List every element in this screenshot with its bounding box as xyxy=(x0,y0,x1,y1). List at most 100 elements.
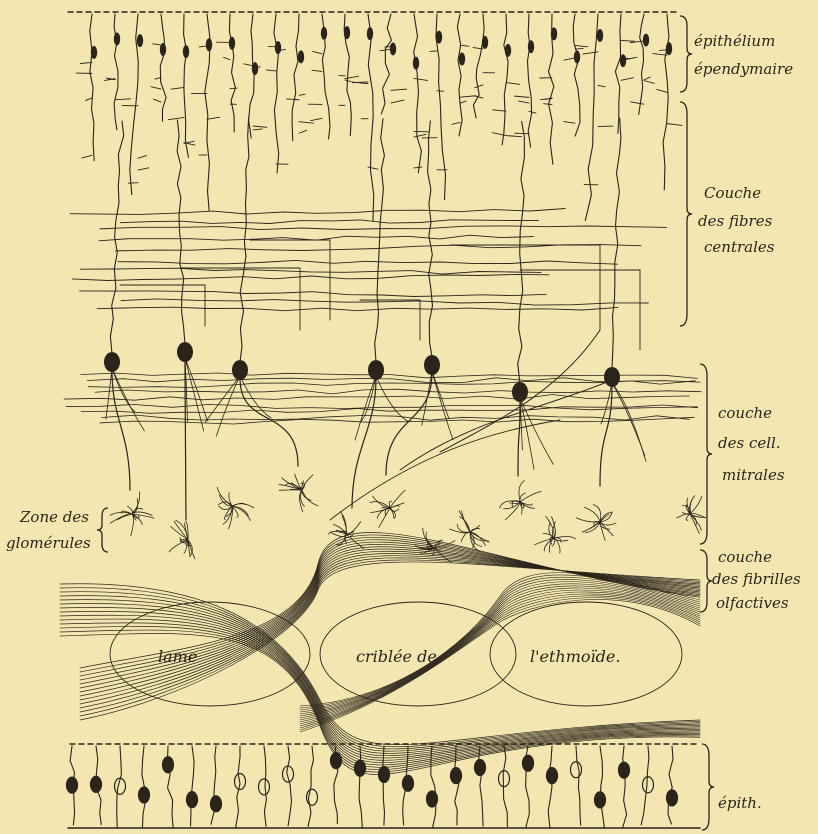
glomerulus-tangle xyxy=(554,537,576,539)
olfactory-epith-cell xyxy=(547,768,558,784)
olfactory-epith-fiber xyxy=(576,746,581,825)
mitral-basal-dendrite xyxy=(612,383,646,461)
glomerulus-tangle xyxy=(520,493,526,502)
olfactory-epith-cell xyxy=(619,762,630,778)
olfactory-epith-cell xyxy=(523,755,534,771)
ependymal-fiber xyxy=(381,14,391,114)
olfactory-fibril xyxy=(80,549,700,696)
ependymal-cell-body xyxy=(275,41,281,54)
olfactory-epith-cell xyxy=(91,776,102,792)
ependymal-cell-body xyxy=(137,34,143,47)
olfactory-epith-fiber xyxy=(287,746,292,826)
label-couche-fibres-1: Couche xyxy=(704,182,761,204)
central-connector xyxy=(360,300,420,340)
mitral-axon xyxy=(518,121,525,384)
central-fiber xyxy=(80,291,547,297)
ependymal-fiber xyxy=(639,14,644,115)
mitral-plexus-fiber xyxy=(101,415,689,420)
ependymal-fiber xyxy=(663,14,669,190)
olfactory-epith-fiber xyxy=(359,746,362,828)
label-couche-fibres-2: des fibres xyxy=(698,210,772,232)
ependymal-branch xyxy=(311,118,322,120)
ependymal-branch xyxy=(244,64,253,66)
olfactory-epith-fiber xyxy=(623,746,627,828)
ependymal-cell-body xyxy=(344,26,350,39)
mitral-axon xyxy=(110,121,123,354)
mitral-axon xyxy=(612,118,621,369)
ependymal-branch xyxy=(391,89,406,90)
label-criblee: criblée de xyxy=(356,646,437,668)
olfactory-epith-cell xyxy=(403,775,414,791)
ependymal-branch xyxy=(299,94,305,95)
central-connector xyxy=(450,245,600,330)
ependymal-branch xyxy=(460,45,469,46)
olfactory-epith-cell xyxy=(187,792,198,808)
olfactory-epith-cell xyxy=(331,753,342,769)
ependymal-branch xyxy=(115,99,131,100)
ependymal-branch xyxy=(414,134,426,137)
ependymal-branch xyxy=(299,130,307,133)
ependymal-branch xyxy=(287,99,299,100)
ependymal-cell-body xyxy=(229,37,235,50)
label-couche-fibres-3: centrales xyxy=(704,236,774,258)
olfactory-epith-cell xyxy=(163,757,174,773)
ependymal-cell-body xyxy=(298,50,304,63)
olfactory-fibril xyxy=(80,562,700,720)
ependymal-branch xyxy=(199,46,207,47)
central-fiber xyxy=(115,245,640,251)
ependymal-cell-body xyxy=(459,53,465,66)
olfactory-fibril xyxy=(60,596,700,752)
ependymal-fiber xyxy=(414,14,422,173)
ependymal-fiber xyxy=(502,14,508,145)
ependymal-branch xyxy=(529,111,536,113)
ependymal-branch xyxy=(153,99,161,102)
olfactory-epith-fiber xyxy=(600,746,605,828)
olfactory-epith-fiber xyxy=(264,746,266,826)
ependymal-branch xyxy=(253,126,267,127)
ependymal-cell-body xyxy=(206,38,212,51)
ependymal-cell-body xyxy=(436,31,442,44)
mitral-plexus-fiber xyxy=(64,395,689,401)
olfactory-epith-cell xyxy=(595,792,606,808)
ependymal-branch xyxy=(598,85,605,86)
ependymal-branch xyxy=(460,101,466,103)
ependymal-fiber xyxy=(249,14,255,138)
ependymal-branch xyxy=(506,136,522,137)
ependymal-branch xyxy=(519,101,529,103)
ependymal-branch xyxy=(151,87,161,89)
ependymal-branch xyxy=(138,155,147,158)
central-fiber xyxy=(97,307,618,311)
ependymal-branch xyxy=(82,155,92,158)
label-couche-mitrales-3: mitrales xyxy=(722,464,785,486)
label-epith: épith. xyxy=(718,792,762,814)
ependymal-branch xyxy=(644,77,650,80)
central-fiber xyxy=(80,268,541,274)
ependymal-branch xyxy=(452,122,460,124)
ependymal-branch xyxy=(391,100,404,103)
ependymal-cell-body xyxy=(91,46,97,59)
ependymal-fiber xyxy=(229,14,235,132)
ependymal-branch xyxy=(312,70,322,71)
ependymal-branch xyxy=(493,110,506,111)
ependymal-branch xyxy=(345,80,351,82)
ependymal-branch xyxy=(414,78,428,80)
olfactory-epith-cell xyxy=(499,771,510,787)
mitral-dendrite xyxy=(600,385,612,486)
ependymal-fiber xyxy=(457,14,462,136)
mitral-basal-dendrite xyxy=(432,371,449,418)
ependymal-fiber xyxy=(114,14,118,130)
ependymal-branch xyxy=(224,57,230,59)
ependymal-fiber xyxy=(473,14,484,118)
olfactory-epith-fiber xyxy=(479,746,483,826)
mitral-basal-dendrite xyxy=(422,371,432,425)
glomerulus-tangle xyxy=(232,503,246,506)
ependymal-fiber xyxy=(528,14,532,147)
glomerulus-tangle xyxy=(390,508,399,511)
ependymal-branch xyxy=(653,54,667,56)
olfactory-epith-fiber xyxy=(308,746,313,826)
ependymal-branch xyxy=(85,98,92,101)
ependymal-branch xyxy=(266,70,276,71)
olfactory-fibril xyxy=(300,573,700,706)
ependymal-cell-body xyxy=(321,27,327,40)
